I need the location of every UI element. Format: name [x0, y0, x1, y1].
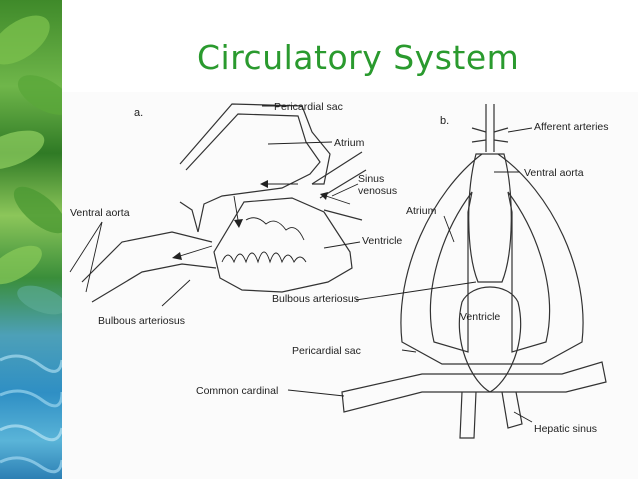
panel-a-label-ventricle: Ventricle: [362, 235, 402, 247]
panel-b-hepatic-sinus: [459, 391, 523, 439]
panel-b-leader-lines: [287, 127, 533, 423]
panel-a-pericardial-sac-outline: [179, 103, 331, 185]
flow-arrow-head-icon: [320, 192, 328, 200]
panel-b-label-hepatic-sinus: Hepatic sinus: [534, 423, 597, 435]
diagram-canvas: a.: [69, 101, 609, 439]
flow-arrow-icon: [179, 245, 213, 257]
panel-b-afferent-arteries: [471, 127, 509, 143]
panel-a-bulbus-arteriosus: [81, 201, 217, 303]
flow-arrow-head-icon: [234, 219, 243, 228]
panel-b-atrium-right: [507, 191, 551, 353]
flow-arrow-head-icon: [172, 252, 182, 260]
panel-b-label-ventricle: Ventricle: [460, 311, 500, 323]
panel-b-ventricle: [458, 286, 522, 393]
panel-b-label-pericardial-sac: Pericardial sac: [292, 345, 361, 357]
panel-b-label-bulbous-arteriosus: Bulbous arteriosus: [272, 293, 359, 305]
panel-a-label: a.: [134, 107, 143, 119]
panel-a-label-sinus: Sinus: [358, 173, 384, 185]
panel-b-pericardial-sac: [400, 153, 584, 365]
panel-b-label-afferent-arteries: Afferent arteries: [534, 121, 609, 133]
panel-a-label-atrium: Atrium: [334, 137, 365, 149]
panel-b-atrium-left: [429, 191, 473, 353]
panel-a-label-ventral-aorta: Ventral aorta: [70, 207, 130, 219]
panel-b-ventral-aorta: [485, 104, 495, 152]
panel-b-label-common-cardinal: Common cardinal: [196, 385, 278, 397]
panel-a-atrium-outline: [185, 113, 321, 233]
circulatory-diagram: a.: [62, 92, 638, 479]
panel-a-label-venosus: venosus: [358, 185, 397, 197]
panel-a-ventricle-outline: [213, 197, 353, 293]
panel-b: b.: [196, 104, 609, 439]
panel-b-common-cardinal: [341, 361, 607, 413]
panel-a-label-bulbous-arteriosus: Bulbous arteriosus: [98, 315, 185, 327]
panel-a-ventricle-trabeculae: [221, 217, 307, 264]
decorative-leaf-strip: [0, 0, 62, 479]
flow-arrow-icon: [233, 195, 239, 221]
panel-a: a.: [69, 101, 402, 327]
panel-a-flow-arrows: [172, 180, 351, 260]
panel-b-label: b.: [440, 115, 449, 127]
panel-b-label-ventral-aorta: Ventral aorta: [524, 167, 584, 179]
panel-a-leader-lines: [69, 105, 361, 307]
flow-arrow-head-icon: [260, 180, 268, 188]
panel-a-label-pericardial-sac: Pericardial sac: [274, 101, 343, 113]
panel-b-label-atrium: Atrium: [406, 205, 437, 217]
panel-b-bulbus: [468, 153, 512, 283]
flow-arrow-icon: [325, 195, 351, 205]
leaf-pattern: [0, 15, 62, 474]
slide-title: Circulatory System: [197, 38, 520, 77]
